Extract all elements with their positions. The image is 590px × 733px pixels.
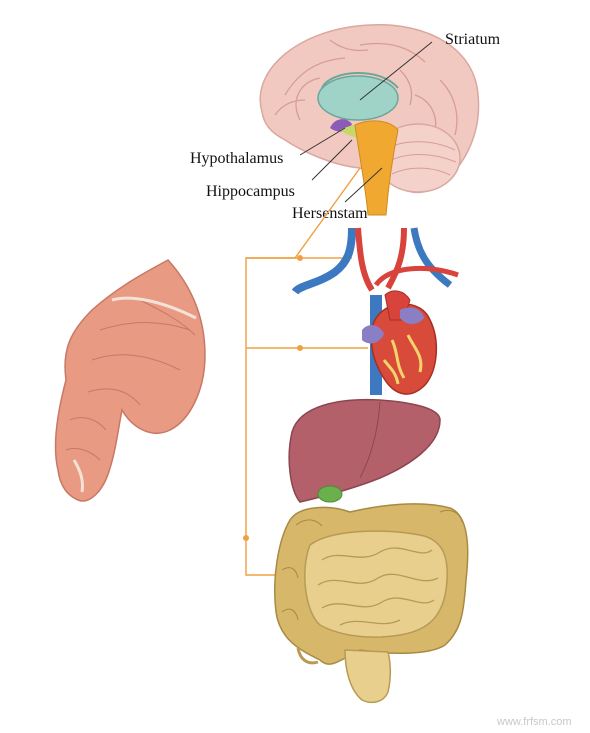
- label-striatum: Striatum: [445, 31, 501, 48]
- gallbladder: [317, 485, 343, 503]
- heart-icon: [362, 290, 438, 395]
- brain-icon: [259, 24, 480, 216]
- watermark-text: www.frfsm.com: [496, 716, 572, 728]
- muscle-icon: [54, 259, 206, 502]
- label-hippocampus: Hippocampus: [206, 183, 295, 200]
- hippocampus-leader: [311, 139, 353, 181]
- rectum: [344, 649, 392, 704]
- label-brainstem: Hersenstam: [292, 205, 368, 222]
- appendix: [296, 647, 319, 665]
- liver-icon: [288, 398, 441, 503]
- intestine-icon: [274, 503, 469, 704]
- striatum-leader: [359, 41, 433, 101]
- hypothalamus-leader: [299, 127, 346, 156]
- leader-lines: [299, 41, 433, 203]
- brainstem-region: [354, 120, 399, 216]
- connector-node: [297, 345, 303, 351]
- connector-node: [297, 255, 303, 261]
- brainstem-leader: [344, 167, 383, 203]
- connector-node: [243, 535, 249, 541]
- striatum-region: [317, 75, 399, 121]
- connector-nodes: [243, 255, 303, 541]
- label-hypothalamus: Hypothalamus: [190, 150, 283, 167]
